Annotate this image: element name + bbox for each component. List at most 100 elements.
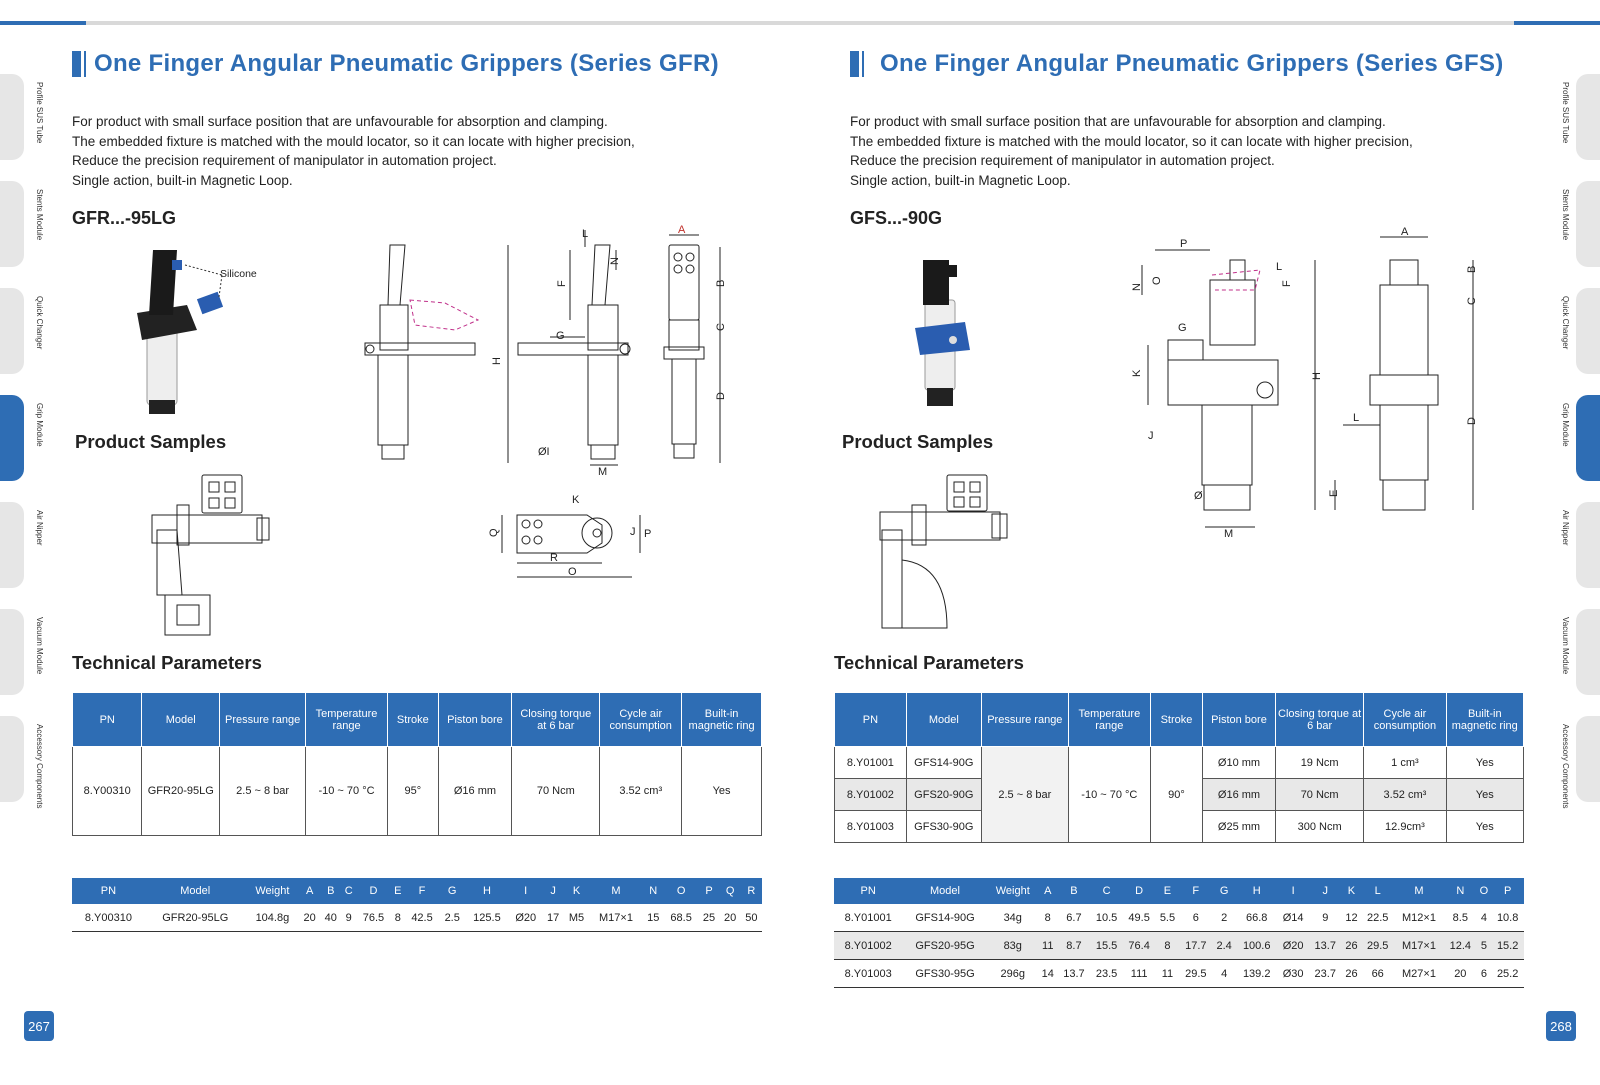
cell: 26 xyxy=(1341,931,1362,960)
description: For product with small surface position … xyxy=(850,112,1413,190)
tab-profile-sus-tube[interactable]: Profile SUS Tube xyxy=(0,74,44,160)
top-rule xyxy=(0,21,1600,25)
cell: Ø20 xyxy=(1277,931,1309,960)
tab-stents-module[interactable]: Stents Module xyxy=(0,181,44,267)
desc-line: Single action, built-in Magnetic Loop. xyxy=(850,172,1071,188)
cell: 26 xyxy=(1341,959,1362,988)
desc-line: For product with small surface position … xyxy=(72,114,608,129)
spec-table-gfr: PN Model Pressure range Temperature rang… xyxy=(71,692,762,836)
drawing-top-gfr: R O Q P J K xyxy=(488,494,651,578)
svg-text:R: R xyxy=(550,552,558,564)
samples-heading: Product Samples xyxy=(842,431,994,452)
tab-stents-module[interactable]: Stents Module xyxy=(1561,181,1600,267)
page-title: One Finger Angular Pneumatic Grippers (S… xyxy=(850,48,1504,80)
cell: 17 xyxy=(542,904,564,932)
tab-vacuum-module[interactable]: Vacuum Module xyxy=(1561,609,1600,695)
tab-accessory-components[interactable]: Accessory Components xyxy=(1561,716,1600,808)
dim-header: K xyxy=(1341,878,1362,904)
svg-text:F: F xyxy=(556,280,568,287)
cell: 14 xyxy=(1037,959,1058,988)
spec-header: Closing torque at 6 bar xyxy=(511,692,601,747)
tab-grip-module[interactable]: Grip Module xyxy=(0,395,44,481)
description: For product with small surface position … xyxy=(72,112,635,190)
cell: 2.5 ~ 8 bar xyxy=(219,746,307,836)
spec-header: Built-in magnetic ring xyxy=(681,692,762,747)
cell: 2.5 ~ 8 bar xyxy=(980,746,1069,843)
cell: 34g xyxy=(987,904,1038,932)
spec-header: Closing torque at 6 bar xyxy=(1274,692,1365,747)
spec-header: Model xyxy=(905,692,982,747)
cell: Ø10 mm xyxy=(1202,746,1276,779)
dim-header: G xyxy=(439,878,466,904)
cell: 66.8 xyxy=(1236,904,1278,932)
cell: Yes xyxy=(1445,810,1524,843)
cell: 100.6 xyxy=(1236,931,1278,960)
page-number: 267 xyxy=(24,1011,54,1041)
cell: 3.52 cm³ xyxy=(599,746,683,836)
dim-header: E xyxy=(1155,878,1180,904)
dim-header: G xyxy=(1212,878,1237,904)
dim-header: A xyxy=(1037,878,1058,904)
cell: GFR20-95LG xyxy=(141,746,221,836)
cell: GFS14-90G xyxy=(902,904,988,932)
cell: 11 xyxy=(1155,959,1180,988)
dim-header: O xyxy=(663,878,699,904)
svg-text:K: K xyxy=(1131,369,1143,377)
svg-text:ØI: ØI xyxy=(538,446,550,458)
cell: 5 xyxy=(1476,931,1492,960)
svg-text:D: D xyxy=(715,392,727,400)
svg-text:L: L xyxy=(1276,261,1282,273)
svg-text:M: M xyxy=(598,466,607,478)
cell: 1 cm³ xyxy=(1363,746,1447,779)
cell: Ø20 xyxy=(508,904,543,932)
tab-label: Vacuum Module xyxy=(1561,617,1570,675)
tab-vacuum-module[interactable]: Vacuum Module xyxy=(0,609,44,695)
cell: Ø16 mm xyxy=(437,746,513,836)
spec-header: Stroke xyxy=(1149,692,1204,747)
spec-header: Temperature range xyxy=(305,692,388,747)
dim-header: B xyxy=(320,878,342,904)
cell: 8.Y01001 xyxy=(834,904,903,932)
tech-heading: Technical Parameters xyxy=(834,652,1024,673)
cell: 9 xyxy=(1308,904,1342,932)
cell: 2 xyxy=(1212,904,1237,932)
tab-profile-sus-tube[interactable]: Profile SUS Tube xyxy=(1561,74,1600,160)
dim-table-gfr: PN Model Weight A B C D E F G H I J K M … xyxy=(72,878,762,932)
cell: M27×1 xyxy=(1393,959,1445,988)
cell: 11 xyxy=(1037,931,1058,960)
tab-air-nipper[interactable]: Air Nipper xyxy=(0,502,44,588)
spec-header: Cycle air consumption xyxy=(1363,692,1447,747)
drawing-front-gfs: P O N G K J F L H ØI M xyxy=(1131,238,1323,540)
desc-line: For product with small surface position … xyxy=(850,114,1386,129)
desc-line: The embedded fixture is matched with the… xyxy=(72,133,635,149)
svg-text:E: E xyxy=(1328,490,1340,497)
svg-text:J: J xyxy=(1148,430,1154,442)
cell: 139.2 xyxy=(1236,959,1278,988)
cell: 6 xyxy=(1179,904,1213,932)
svg-text:G: G xyxy=(556,330,565,342)
cell: 90° xyxy=(1149,746,1204,843)
desc-line: Single action, built-in Magnetic Loop. xyxy=(72,172,293,188)
tab-air-nipper[interactable]: Air Nipper xyxy=(1561,502,1600,588)
tab-label: Grip Module xyxy=(35,403,44,447)
dim-header: F xyxy=(404,878,440,904)
tab-accessory-components[interactable]: Accessory Components xyxy=(0,716,44,808)
side-tabs-left: Profile SUS Tube Stents Module Quick Cha… xyxy=(0,74,44,823)
page-number: 268 xyxy=(1546,1011,1576,1041)
tab-grip-module[interactable]: Grip Module xyxy=(1561,395,1600,481)
dim-header: C xyxy=(1090,878,1123,904)
dim-header: M xyxy=(589,878,643,904)
cell: -10 ~ 70 °C xyxy=(305,746,388,836)
svg-text:B: B xyxy=(1466,266,1478,273)
cell: 70 Ncm xyxy=(1274,778,1365,811)
cell: 95° xyxy=(386,746,439,836)
tab-label: Accessory Components xyxy=(35,724,44,809)
cell: 12 xyxy=(1341,904,1362,932)
cell: 25 xyxy=(698,904,720,932)
page-gfs: One Finger Angular Pneumatic Grippers (S… xyxy=(834,0,1550,1085)
svg-text:D: D xyxy=(1466,417,1478,425)
tab-quick-changer[interactable]: Quick Changer xyxy=(1561,288,1600,374)
cell: GFS14-90G xyxy=(905,746,982,779)
svg-text:B: B xyxy=(715,280,727,287)
tab-quick-changer[interactable]: Quick Changer xyxy=(0,288,44,374)
